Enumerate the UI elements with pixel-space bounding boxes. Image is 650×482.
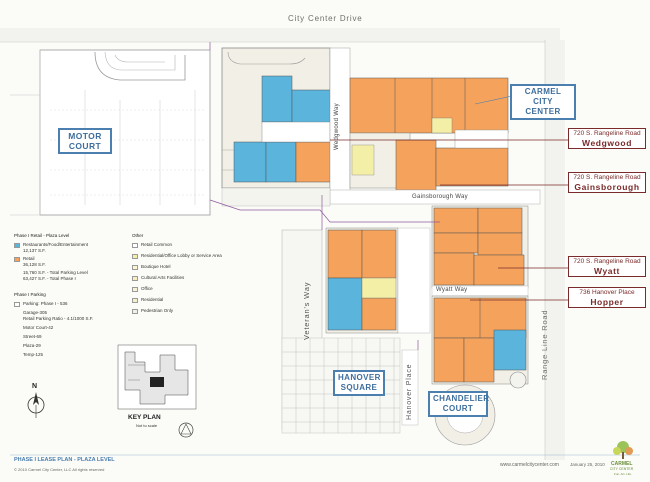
building-name: Wyatt	[594, 266, 620, 276]
north-label: N	[32, 383, 38, 390]
hanover-block	[325, 227, 431, 334]
website: www.carmelcitycenter.com	[500, 462, 559, 468]
legend-swatch-residential	[132, 298, 138, 303]
legend-other-title: Other	[132, 233, 144, 238]
legend-label-office: Office	[141, 286, 153, 291]
north-arrow	[27, 392, 45, 418]
city-center-drive-road	[0, 28, 560, 42]
hanover-square-callout: HANOVER SQUARE	[333, 370, 385, 396]
legend-label-retail: Retail	[23, 256, 35, 261]
key-plan-drawing	[117, 344, 197, 410]
hanover-place-street	[401, 349, 419, 426]
parking-swatch	[14, 302, 20, 307]
wedgwood-way-label: Wedgwood Way	[334, 103, 340, 150]
legend-swatch-office	[132, 287, 138, 292]
parking-street: Street-69	[23, 334, 42, 339]
legend-total-phase: 63,427 S.F. - Total Phase I	[23, 276, 76, 281]
key-plan-sub: Not to scale	[136, 423, 158, 428]
legend-title: Phase I Retail - Plaza Level	[14, 233, 70, 238]
parking-title: Phase I Parking	[14, 292, 46, 297]
legend-label-retail-common: Retail Common	[141, 242, 173, 247]
parking-motor-court: Motor Court-42	[23, 325, 54, 330]
logo-name: CARMEL	[611, 461, 633, 467]
gainsborough-way-label: Gainsborough Way	[412, 194, 468, 200]
carmel-city-center-callout: CARMEL CITY CENTER	[510, 84, 576, 120]
address-wedgwood: 720 S. Rangeline Road Wedgwood	[568, 128, 646, 149]
range-line-road-band	[545, 40, 565, 460]
legend-label-hotel: Boutique Hotel	[141, 264, 171, 269]
legend-label-residential: Residential	[141, 297, 164, 302]
legend-label-restaurant: Restaurants/Food/Entertainment	[23, 242, 89, 247]
wedgwood-way-block	[329, 47, 509, 194]
legend-swatch-retail-common	[132, 243, 138, 248]
parking-ratio: Retail Parking Ratio - 4.1/1000 S.F.	[23, 316, 94, 321]
wedgwood-block	[221, 47, 331, 189]
date: January 25, 2010	[570, 462, 605, 467]
legend-swatch-cultural	[132, 276, 138, 281]
wyatt-way-label: Wyatt Way	[436, 287, 468, 293]
address-line: 720 S. Rangeline Road	[573, 174, 641, 181]
legend-label-pedestrian: Pedestrian Only	[141, 308, 174, 313]
legend-label-cultural: Cultural Arts Facilities	[141, 275, 185, 280]
legend-swatch-pedestrian	[132, 309, 138, 314]
hanover-place-label: Hanover Place	[406, 363, 413, 420]
key-plan-label: KEY PLAN	[128, 414, 161, 421]
logo-sub: CITY CENTER	[610, 467, 634, 471]
parking-line: Parking: Phase I - 536	[23, 301, 68, 306]
legend-label-lobby: Residential/Office Lobby or Service Area	[141, 253, 222, 258]
parking-garage: Garage-305	[23, 310, 48, 315]
parking-temp: Temp-125	[23, 352, 44, 357]
veterans-way-label: Veteran's Way	[302, 281, 311, 340]
legend-swatch-lobby	[132, 254, 138, 259]
legend-swatch-restaurant	[14, 243, 20, 248]
gainsborough-block	[431, 205, 529, 289]
address-wyatt: 720 S. Rangeline Road Wyatt	[568, 256, 646, 277]
address-line: 720 S. Rangeline Road	[573, 258, 641, 265]
plan-title: PHASE I LEASE PLAN - PLAZA LEVEL	[14, 457, 115, 463]
legend-total-parking: 15,760 S.F. - Total Parking Level	[23, 270, 88, 275]
scale-symbol	[178, 422, 194, 438]
legend-swatch-hotel	[132, 265, 138, 270]
address-line: 736 Hanover Place	[579, 289, 635, 296]
motor-court-callout: MOTOR COURT	[58, 128, 112, 154]
city-center-drive-label: City Center Drive	[288, 14, 363, 23]
motor-court-parking	[10, 49, 211, 216]
building-name: Gainsborough	[574, 182, 640, 192]
legend-swatch-retail	[14, 257, 20, 262]
carmel-logo-tree	[613, 441, 633, 459]
address-line: 720 S. Rangeline Road	[573, 130, 641, 137]
address-hopper: 736 Hanover Place Hopper	[568, 287, 646, 308]
parking-plaza: Plaza-29	[23, 343, 41, 348]
address-leader-lines	[330, 139, 568, 301]
logo-tagline: Fun. Art. Life.	[614, 472, 632, 476]
range-line-road-label: Range Line Road	[540, 309, 549, 380]
legend-sub-retail: 36,128 S.F.	[23, 262, 46, 267]
hopper-block	[431, 295, 529, 389]
legend-sub-restaurant: 12,137 S.F.	[23, 248, 46, 253]
copyright: © 2010 Carmel City Center, LLC All right…	[14, 467, 105, 472]
address-gainsborough: 720 S. Rangeline Road Gainsborough	[568, 172, 646, 193]
building-name: Wedgwood	[582, 138, 632, 148]
building-name: Hopper	[590, 297, 624, 307]
chandelier-court-callout: CHANDELIER COURT	[428, 391, 489, 417]
